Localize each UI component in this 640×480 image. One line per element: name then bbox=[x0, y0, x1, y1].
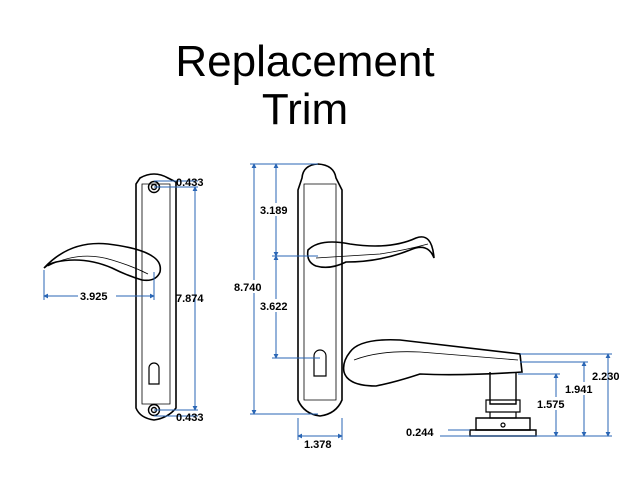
side-view bbox=[297, 163, 435, 417]
dim-profile-overall-height: 2.230 bbox=[592, 371, 620, 383]
dim-overall-height: 8.740 bbox=[234, 282, 262, 294]
lever-profile bbox=[342, 338, 537, 437]
lever-profile-dimensions bbox=[440, 353, 612, 437]
profile-rose-base bbox=[475, 417, 531, 431]
front-cylinder-keyhole bbox=[148, 362, 160, 385]
dim-top-hole-offset: 0.433 bbox=[176, 177, 204, 189]
side-lever-handle bbox=[306, 236, 435, 269]
dim-profile-height-2: 1.941 bbox=[565, 384, 593, 396]
side-cylinder-keyhole bbox=[313, 349, 327, 377]
title-line-1: Replacement bbox=[175, 37, 435, 86]
profile-lever-handle bbox=[342, 338, 523, 387]
profile-lever-stem bbox=[489, 372, 517, 405]
dim-hole-spacing: 7.874 bbox=[176, 293, 204, 305]
diagram-title: Replacement Trim bbox=[0, 38, 610, 134]
front-lever-handle bbox=[43, 242, 162, 282]
dim-top-to-lever: 3.189 bbox=[260, 205, 288, 217]
side-escutcheon-plate bbox=[297, 163, 343, 417]
dim-lever-length: 3.925 bbox=[80, 291, 108, 303]
dim-profile-height-1: 1.575 bbox=[537, 399, 565, 411]
dim-bottom-hole-offset: 0.433 bbox=[176, 412, 204, 424]
dim-lever-to-cylinder: 3.622 bbox=[260, 301, 288, 313]
front-view-dimensions bbox=[43, 180, 198, 417]
dim-plate-width: 1.378 bbox=[304, 439, 332, 451]
title-line-2: Trim bbox=[261, 85, 349, 134]
dim-profile-base-height: 0.244 bbox=[406, 427, 434, 439]
